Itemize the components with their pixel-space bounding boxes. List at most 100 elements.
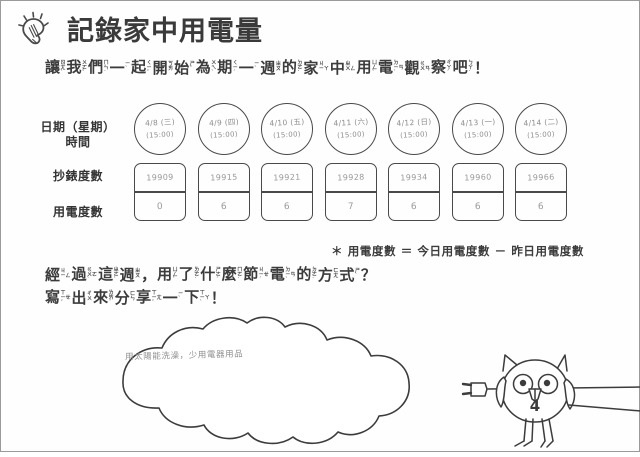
cell-divider — [452, 191, 503, 193]
date-circle-1[interactable]: 4/8 (三)(15:00) — [134, 103, 186, 155]
meter-value: 19934 — [400, 172, 428, 183]
ruby-bopomofo: ㄐㄧㄥ — [60, 267, 71, 279]
ruby-bopomofo: ㄔㄨ — [87, 290, 93, 302]
meter-value: 19966 — [527, 172, 555, 183]
ruby-base: 的 — [281, 58, 297, 76]
intro-char-12: 家ㄐㄧㄚ — [303, 58, 329, 77]
intro-char-11: 的ㄉㄜ˙ — [282, 59, 303, 77]
meter-value: 19921 — [273, 172, 301, 183]
date-value: 4/8 (三) — [144, 117, 176, 128]
question2-char-1: 出ㄔㄨ — [71, 288, 93, 307]
question1-char-14: ？ — [361, 266, 376, 284]
meter-value: 19928 — [336, 172, 365, 183]
intro-char-13: 中ㄓㄨㄥ — [329, 58, 356, 77]
ruby-bopomofo: ㄇㄜ˙ — [237, 267, 243, 284]
ruby-base: 我 — [66, 58, 82, 76]
page-title-row: 記錄家中用電量 — [15, 9, 263, 53]
cell-divider — [135, 191, 185, 193]
ruby-base: 起 — [131, 58, 147, 76]
time-value: (15:00) — [272, 130, 302, 140]
ruby-base: 中 — [329, 58, 345, 77]
ruby-base: 開 — [152, 58, 168, 77]
page-title: 記錄家中用電量 — [67, 15, 263, 47]
owl-mascot-drawing: 4 — [461, 354, 640, 448]
question1-char-4: ， — [141, 266, 156, 284]
intro-char-18: 吧ㄅㄚ˙ — [453, 59, 474, 77]
row-label-usage: 用電度數 — [52, 205, 103, 219]
usage-value: 6 — [474, 201, 481, 213]
cell-divider — [198, 191, 249, 193]
ruby-base: 察 — [431, 58, 447, 76]
date-value: 4/13 (一) — [459, 117, 496, 128]
intro-char-10: 週ㄓㄡ — [260, 59, 281, 77]
ruby-bopomofo: ㄈㄤ — [333, 267, 339, 279]
ruby-bopomofo: ㄌㄜ˙ — [194, 267, 200, 284]
ruby-bopomofo: ㄅㄚ˙ — [468, 60, 474, 77]
question1-char-12: 方ㄈㄤ — [317, 265, 339, 284]
ruby-base: ！ — [474, 58, 490, 77]
ruby-base: 讓 — [45, 58, 61, 76]
date-circle-7[interactable]: 4/14 (二)(15:00) — [515, 103, 567, 155]
time-value: (15:00) — [336, 130, 365, 140]
ruby-base: 下 — [184, 288, 200, 306]
date-value: 4/12 (日) — [396, 117, 432, 128]
date-circle-3[interactable]: 4/10 (五) (15:00) — [261, 103, 313, 155]
time-value: (15:00) — [463, 130, 492, 140]
ruby-base: 式 — [339, 265, 355, 284]
question1-char-0: 經ㄐㄧㄥ — [45, 266, 71, 284]
ruby-base: 週 — [119, 265, 135, 284]
row-label-time: 時間 — [65, 135, 91, 149]
intro-char-16: 觀ㄍㄨㄢ — [405, 59, 431, 77]
ruby-bopomofo: ㄉㄜ˙ — [311, 267, 317, 284]
ruby-base: 一 — [109, 58, 125, 77]
date-value: 4/11 (六) — [332, 117, 369, 128]
date-value: 4/10 (五) — [269, 117, 305, 128]
question1-char-6: 了ㄌㄜ˙ — [179, 266, 200, 284]
usage-value: 6 — [410, 201, 418, 213]
ruby-base: 的 — [296, 265, 312, 283]
ruby-bopomofo: ㄐㄧㄚ — [318, 60, 329, 72]
reading-cell-5[interactable]: 19934 6 — [388, 163, 440, 221]
meter-value: 19915 — [209, 172, 238, 183]
ruby-base: 出 — [71, 288, 87, 307]
date-value: 4/14 (二) — [523, 117, 559, 128]
date-circle-2[interactable]: 4/9 (四)(15:00) — [197, 103, 250, 155]
usage-value: 0 — [156, 201, 164, 213]
date-circle-5[interactable]: 4/12 (日)(15:00) — [388, 103, 440, 155]
date-circle-4[interactable]: 4/11 (六) (15:00) — [324, 103, 377, 155]
ruby-bopomofo: ㄎㄞ — [168, 60, 174, 72]
date-circle-6[interactable]: 4/13 (一) (15:00) — [451, 103, 504, 155]
ruby-base: 家 — [303, 58, 319, 77]
answer-cloud[interactable]: 用太陽能洗澡，少用電器用品 — [89, 313, 449, 448]
ruby-base: 方 — [317, 265, 333, 284]
